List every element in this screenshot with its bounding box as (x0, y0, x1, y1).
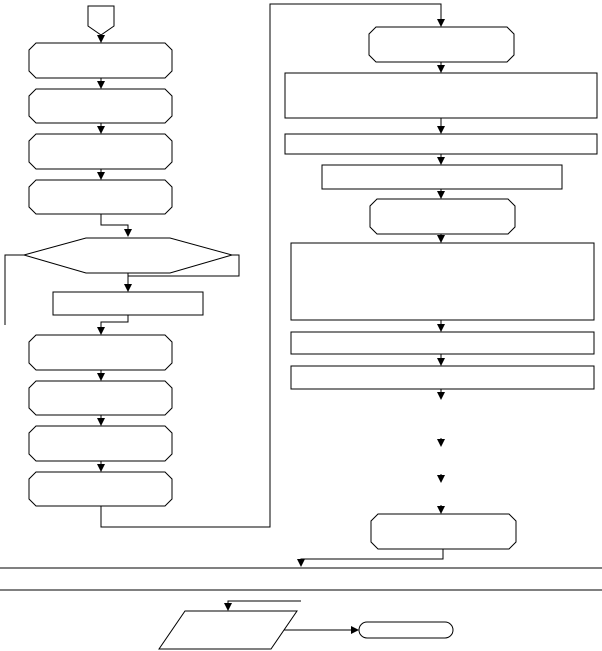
left-step-3 (28, 133, 173, 170)
decision-left-branch (4, 254, 24, 325)
left-step-6 (28, 380, 173, 416)
left-step-1 (28, 42, 173, 79)
start-connector (87, 5, 115, 36)
decision (22, 237, 234, 274)
right-process-2 (284, 133, 598, 155)
left-step-7 (28, 425, 173, 462)
right-step-3 (370, 513, 517, 550)
right-process-1 (284, 72, 598, 119)
left-step-4 (28, 179, 173, 215)
connector-arrow (100, 214, 132, 237)
right-process-5 (290, 331, 595, 355)
connector-arrow (97, 315, 129, 335)
right-process-6 (290, 365, 595, 390)
left-step-5 (28, 334, 173, 371)
terminator (358, 621, 454, 639)
left-step-2 (28, 88, 173, 124)
bottom-data (158, 610, 298, 650)
right-process-3 (321, 164, 563, 190)
right-step-2 (369, 198, 516, 235)
connector-arrow (224, 600, 301, 611)
left-step-8 (28, 471, 173, 507)
right-step-1 (368, 26, 515, 63)
right-process-4 (290, 242, 595, 321)
column-connector (100, 3, 445, 528)
left-process (52, 291, 204, 316)
connector-arrow (297, 549, 444, 567)
decision-right-branch (128, 254, 240, 277)
